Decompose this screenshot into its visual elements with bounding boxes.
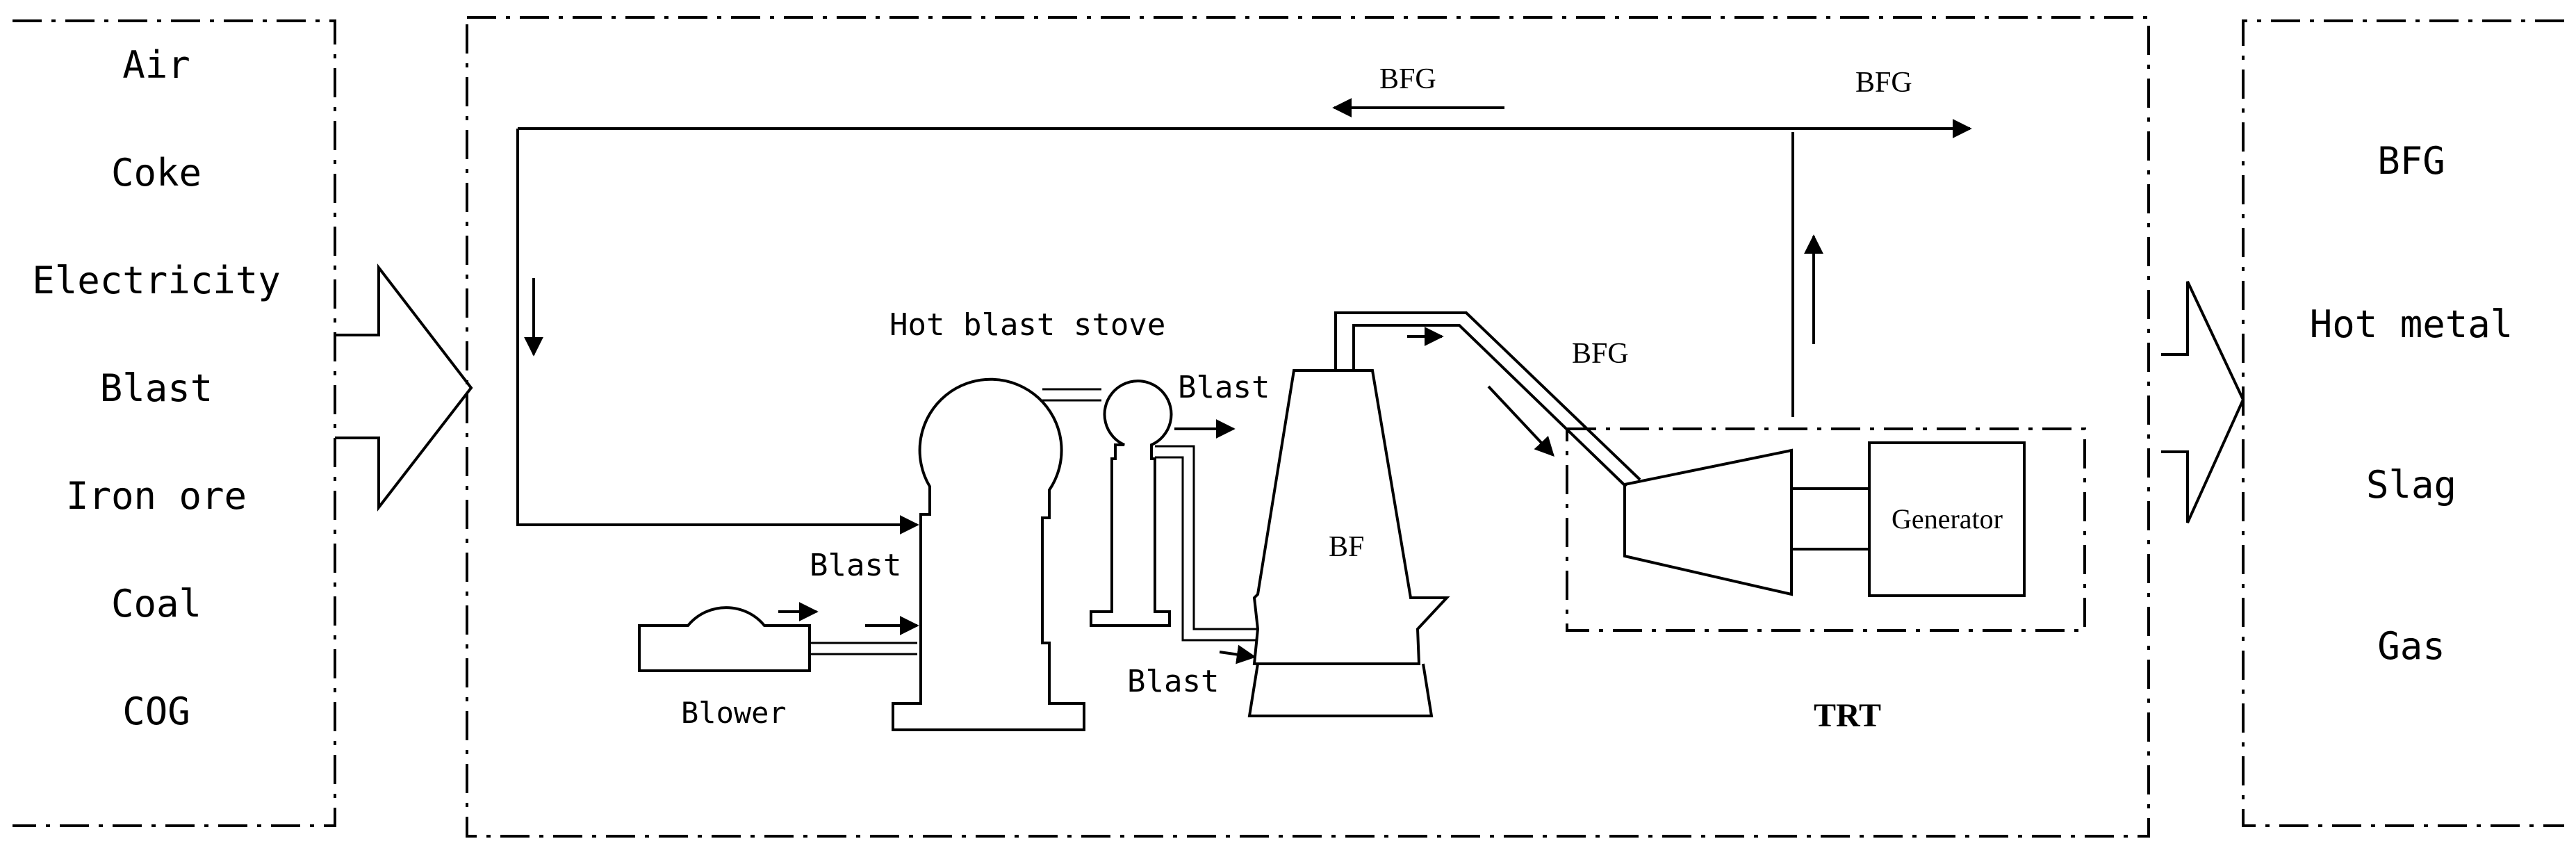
trt-panel-border xyxy=(1566,427,2086,632)
input-item-electricity: Electricity xyxy=(32,259,281,302)
blast-label-blower: Blast xyxy=(810,548,901,583)
stove-large-body xyxy=(892,377,1085,731)
hot-blast-duct-inner xyxy=(1155,456,1258,642)
input-item-iron-ore: Iron ore xyxy=(66,474,247,518)
bfg-label-top-right: BFG xyxy=(1855,67,1912,99)
output-item-gas: Gas xyxy=(2377,624,2445,668)
trt-turbine xyxy=(1623,448,1793,596)
process-panel-border xyxy=(466,16,2150,838)
blast-furnace: BF xyxy=(1247,369,1450,717)
input-item-coal: Coal xyxy=(111,582,202,626)
input-item-air: Air xyxy=(122,43,190,87)
bf-label: BF xyxy=(1329,531,1364,563)
output-item-hot-metal: Hot metal xyxy=(2310,302,2513,346)
bfg-label-to-trt: BFG xyxy=(1572,338,1629,370)
blower-body xyxy=(638,606,811,672)
blower: Blower xyxy=(638,606,811,730)
stove-small-body xyxy=(1090,380,1173,627)
output-flow-arrow xyxy=(2161,281,2245,523)
generator-box xyxy=(1868,441,2026,597)
generator-label: Generator xyxy=(1892,503,2003,535)
blast-label-to-bf: Blast xyxy=(1178,370,1270,405)
input-item-cog: COG xyxy=(122,690,190,733)
bfg-feed-to-stove xyxy=(516,129,919,535)
outputs-panel: BFG Hot metal Slag Gas xyxy=(2242,19,2564,827)
bf-uptake-inner xyxy=(1352,324,1627,488)
bf-uptake-outer xyxy=(1334,311,1641,481)
output-item-slag: Slag xyxy=(2366,463,2456,507)
trt-label: TRT xyxy=(1814,697,1881,734)
hot-blast-duct-outer xyxy=(1155,445,1258,630)
input-flow-arrow xyxy=(335,263,473,512)
blower-label: Blower xyxy=(681,696,787,730)
bfg-arrow-downcomer xyxy=(1487,385,1554,457)
output-item-bfg: BFG xyxy=(2377,139,2445,183)
input-item-coke: Coke xyxy=(111,151,202,195)
blast-arrow-lower xyxy=(1219,644,1256,664)
inputs-panel: Air Coke Electricity Blast Iron ore Coal… xyxy=(13,19,336,827)
blast-label-lower: Blast xyxy=(1127,664,1219,699)
bfg-label-top-left: BFG xyxy=(1379,63,1436,95)
outputs-panel-border xyxy=(2242,19,2564,827)
inputs-panel-border xyxy=(13,19,336,827)
bf-shell xyxy=(1252,369,1450,665)
hot-blast-stove: Hot blast stove xyxy=(889,307,1173,731)
hot-blast-stove-label: Hot blast stove xyxy=(889,307,1165,343)
input-item-blast: Blast xyxy=(100,366,213,410)
bf-hearth xyxy=(1247,663,1434,717)
